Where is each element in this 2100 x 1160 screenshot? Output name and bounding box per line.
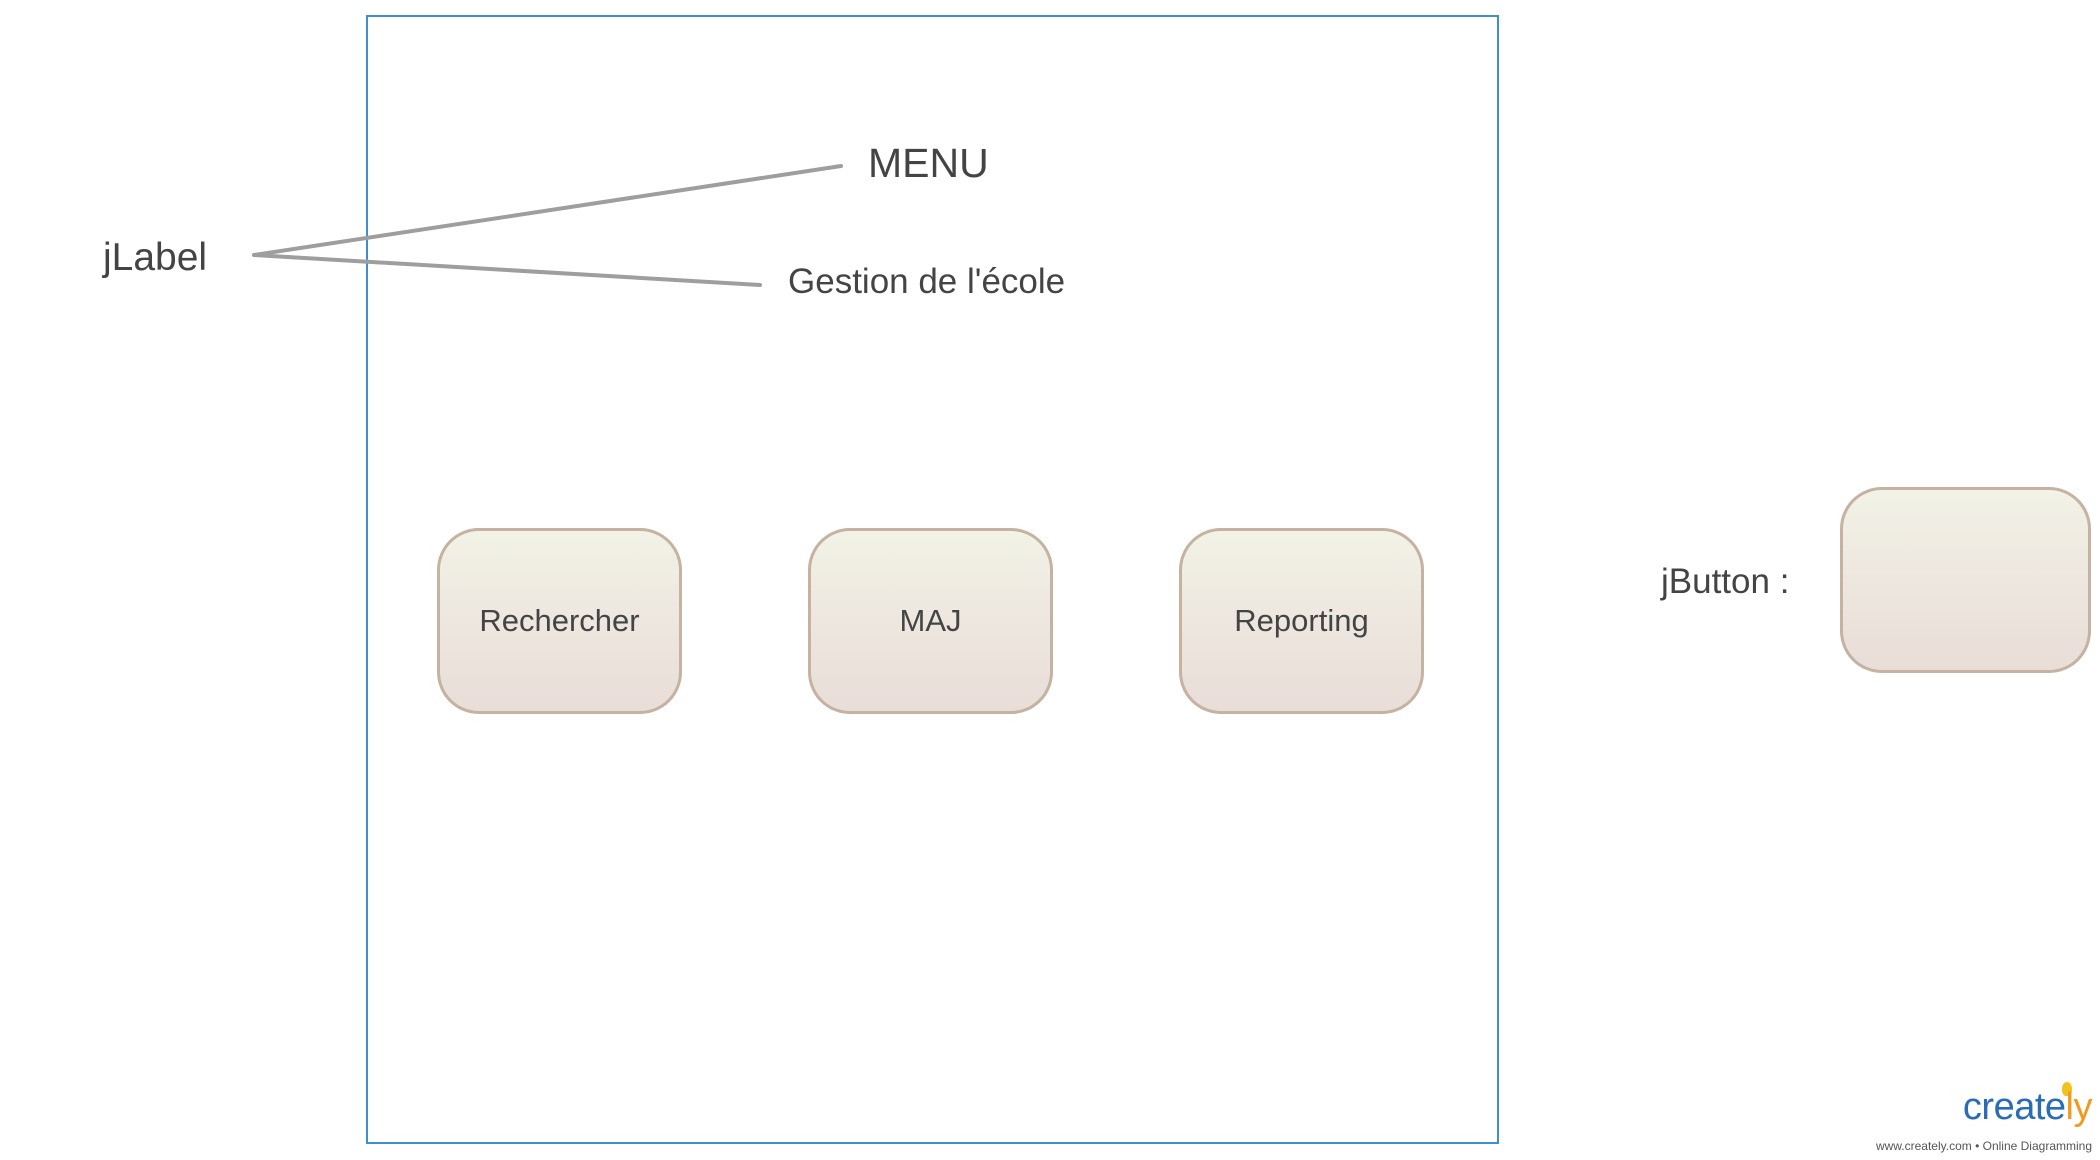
reporting-button[interactable]: Reporting — [1179, 528, 1424, 714]
logo-tagline: www.creately.com • Online Diagramming — [1875, 1139, 2092, 1153]
jbutton-annotation: jButton : — [1661, 562, 1790, 601]
connector-to-subtitle — [252, 253, 762, 287]
maj-button[interactable]: MAJ — [808, 528, 1053, 714]
sample-button-shape — [1840, 487, 2091, 673]
logo-word-accent: ly — [2065, 1086, 2093, 1128]
connector-to-menu — [252, 164, 843, 257]
jlabel-annotation: jLabel — [103, 236, 208, 279]
logo-wordmark: creately — [1962, 1086, 2093, 1128]
logo-word-main: create — [1962, 1086, 2066, 1128]
creately-logo[interactable]: creately www.creately.com • Online Diagr… — [1875, 1082, 2094, 1154]
subtitle-label: Gestion de l'école — [788, 262, 1066, 301]
menu-title-label: MENU — [868, 140, 989, 186]
bulb-icon — [2062, 1082, 2072, 1096]
window-frame — [366, 15, 1499, 1144]
rechercher-button[interactable]: Rechercher — [437, 528, 682, 714]
